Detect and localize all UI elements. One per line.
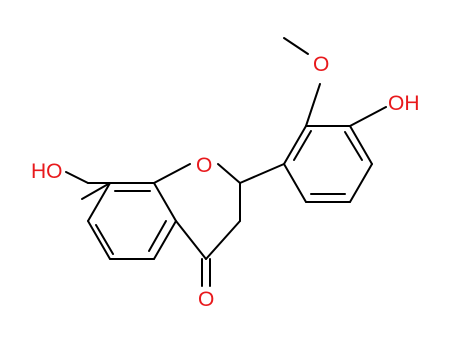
bond [349, 163, 373, 203]
bond [205, 220, 241, 260]
bond [305, 83, 321, 127]
b-ring [283, 125, 373, 203]
bond [349, 106, 387, 127]
bond [153, 163, 191, 184]
double-bond [148, 220, 167, 252]
bond [217, 163, 241, 184]
bond [283, 125, 307, 165]
double-bond [293, 130, 312, 161]
a-ring [81, 182, 177, 260]
hydroxyl-label-left: HO [31, 160, 63, 183]
bond [87, 182, 111, 222]
c-ring [153, 163, 241, 260]
carbonyl-oxygen-label: O [198, 288, 214, 311]
bond [153, 220, 177, 260]
bond [87, 220, 111, 260]
double-bond [344, 131, 363, 161]
bond [81, 182, 111, 200]
bond [175, 220, 207, 260]
bond [65, 171, 89, 184]
bond [239, 163, 285, 184]
methoxy-oxygen-label: O [313, 53, 329, 76]
hydroxyl-label-right: OH [388, 92, 420, 115]
bond [153, 182, 177, 222]
double-bond [95, 224, 114, 255]
bond [349, 125, 373, 165]
bond [283, 163, 307, 203]
bond [283, 37, 309, 55]
ring-oxygen-label: O [196, 154, 212, 177]
